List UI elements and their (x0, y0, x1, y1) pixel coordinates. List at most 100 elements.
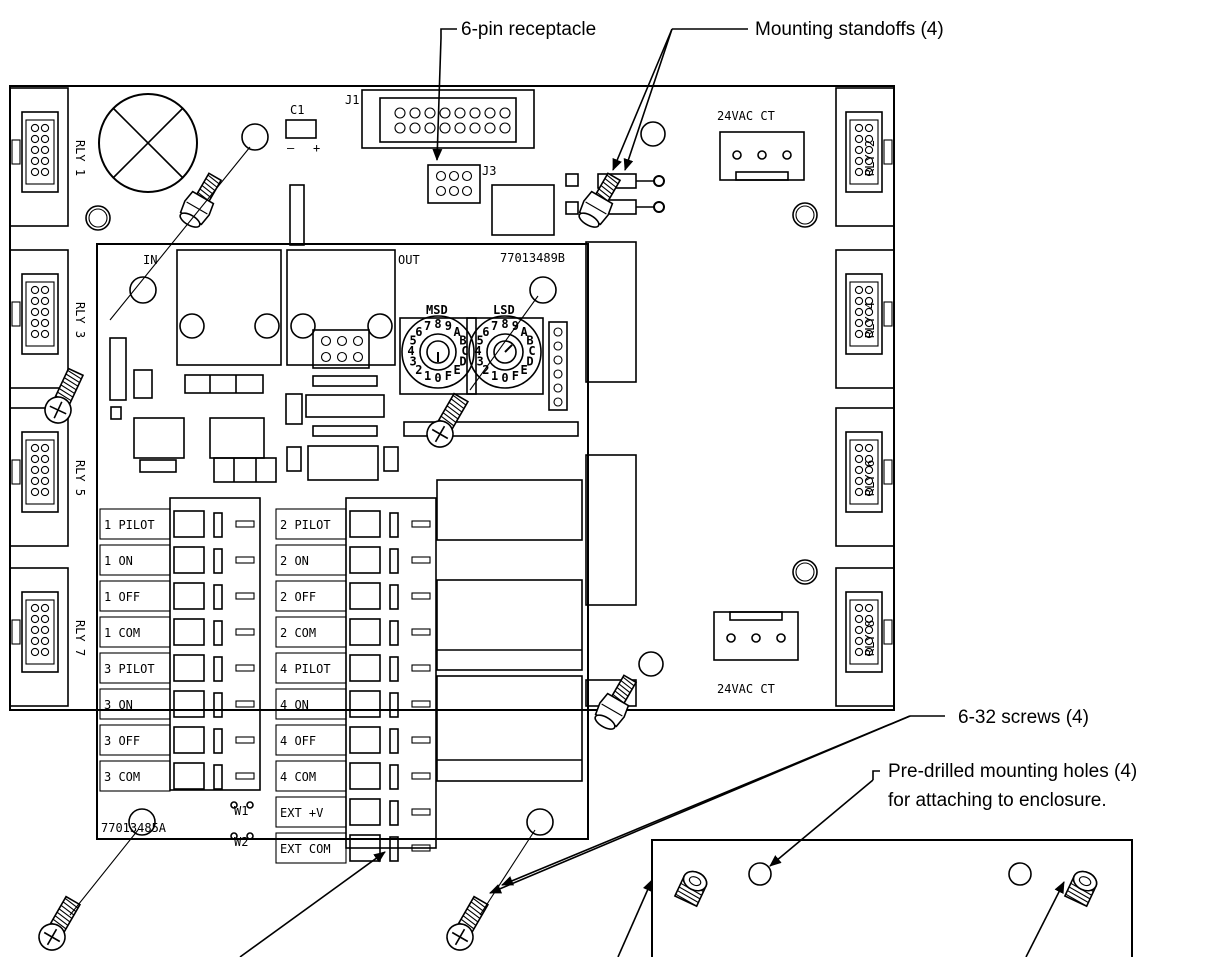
svg-text:6: 6 (415, 325, 422, 339)
terminal-row: 4 ON (275, 688, 431, 720)
terminal-label: 1 PILOT (104, 518, 155, 532)
screw (44, 367, 85, 424)
receptacle-j3: J3 (427, 164, 496, 204)
callout-holes-label-2: for attaching to enclosure. (888, 790, 1107, 811)
callout-holes-label-1: Pre-drilled mounting holes (4) (888, 761, 1137, 782)
svg-text:D: D (459, 354, 466, 368)
w1-label: W1 (234, 804, 248, 818)
enclosure-standoff (673, 870, 708, 908)
svg-text:C: C (461, 344, 468, 358)
svg-text:A: A (453, 325, 461, 339)
jack-out (286, 249, 396, 369)
enclosure-hole (1008, 862, 1032, 886)
enclosure-standoff (1063, 870, 1098, 908)
relay-label: RLY 7 (73, 620, 87, 656)
terminal-row: 2 ON (275, 544, 431, 576)
relay-label: RLY 6 (863, 460, 877, 496)
svg-text:3: 3 (476, 354, 483, 368)
j1-label: J1 (345, 93, 359, 107)
callout-screws: 6-32 screws (4) (489, 707, 1089, 894)
callout-receptacle: 6-pin receptacle (432, 19, 596, 161)
transformer-label-bottom: 24VAC CT (717, 682, 775, 696)
daughter-board (96, 243, 589, 840)
svg-text:2: 2 (482, 363, 489, 377)
terminal-row: 3 ON (99, 688, 255, 720)
terminal-label: 4 PILOT (280, 662, 331, 676)
main-board (9, 85, 895, 711)
capacitor-c1: C1 – + (285, 103, 320, 155)
svg-text:F: F (512, 369, 519, 383)
callout-screws-label: 6-32 screws (4) (958, 707, 1089, 728)
terminal-row: 1 COM (99, 616, 255, 648)
terminal-label: 2 OFF (280, 590, 316, 604)
svg-text:+: + (313, 141, 320, 155)
terminal-row: 2 OFF (275, 580, 431, 612)
terminal-label: 4 ON (280, 698, 309, 712)
standoff (179, 172, 223, 228)
transformer-label-top: 24VAC CT (717, 109, 775, 123)
svg-text:5: 5 (476, 334, 483, 348)
enclosure-panel (651, 839, 1133, 957)
callout-receptacle-label: 6-pin receptacle (461, 19, 596, 40)
relay-connector: RLY 5 (9, 407, 87, 547)
large-capacitor (98, 93, 198, 193)
mounting-hole (129, 276, 157, 304)
relay-label: RLY 3 (73, 302, 87, 338)
terminal-label: 1 OFF (104, 590, 140, 604)
hardware (38, 146, 638, 951)
terminal-row: 2 PILOT (275, 508, 431, 540)
c1-label: C1 (290, 103, 304, 117)
terminal-row: 3 COM (99, 760, 255, 792)
relay-connector: RLY 4 (835, 249, 895, 389)
out-label: OUT (398, 253, 420, 267)
terminal-row: 4 COM (275, 760, 431, 792)
terminal-label: EXT COM (280, 842, 331, 856)
svg-text:0: 0 (434, 371, 441, 385)
terminal-block-right: 2 PILOT 2 ON 2 OFF 2 COM 4 PILOT 4 ON 4 OFF 4 C… (275, 497, 437, 864)
terminal-row: 3 PILOT (99, 652, 255, 684)
svg-text:1: 1 (491, 369, 498, 383)
screw (38, 895, 82, 951)
svg-text:4: 4 (407, 344, 414, 358)
relay-label: RLY 2 (863, 140, 877, 176)
terminal-row: EXT COM (275, 832, 431, 864)
mounting-hole (640, 121, 666, 147)
screw (446, 895, 490, 951)
callout-standoffs-label: Mounting standoffs (4) (755, 19, 944, 40)
w2-label: W2 (234, 835, 248, 849)
svg-text:F: F (445, 369, 452, 383)
jack-in (176, 249, 282, 366)
screw (426, 392, 470, 448)
relay-connector: RLY 3 (9, 249, 87, 389)
in-label: IN (143, 253, 157, 267)
mounting-hole (638, 651, 664, 677)
terminal-row: EXT +V (275, 796, 431, 828)
svg-text:1: 1 (424, 369, 431, 383)
terminal-label: 3 PILOT (104, 662, 155, 676)
callout-standoffs: Mounting standoffs (4) (612, 19, 944, 171)
j3-label: J3 (482, 164, 496, 178)
svg-text:D: D (526, 354, 533, 368)
svg-text:B: B (459, 334, 466, 348)
relay-connector: RLY 8 (835, 567, 895, 707)
terminal-label: 1 ON (104, 554, 133, 568)
mounting-hole (85, 205, 111, 231)
relay-label: RLY 8 (863, 620, 877, 656)
lsd-label: LSD (493, 303, 515, 317)
svg-text:9: 9 (445, 319, 452, 333)
svg-text:E: E (520, 363, 527, 377)
msd-label: MSD (426, 303, 448, 317)
terminal-row: 2 COM (275, 616, 431, 648)
svg-text:E: E (453, 363, 460, 377)
standoff (594, 674, 638, 730)
svg-text:4: 4 (474, 344, 481, 358)
terminal-label: 4 OFF (280, 734, 316, 748)
standoff (578, 172, 622, 228)
svg-text:8: 8 (501, 317, 508, 331)
mounting-hole (529, 276, 557, 304)
terminal-label: 1 COM (104, 626, 140, 640)
svg-text:2: 2 (415, 363, 422, 377)
terminal-row: 4 OFF (275, 724, 431, 756)
